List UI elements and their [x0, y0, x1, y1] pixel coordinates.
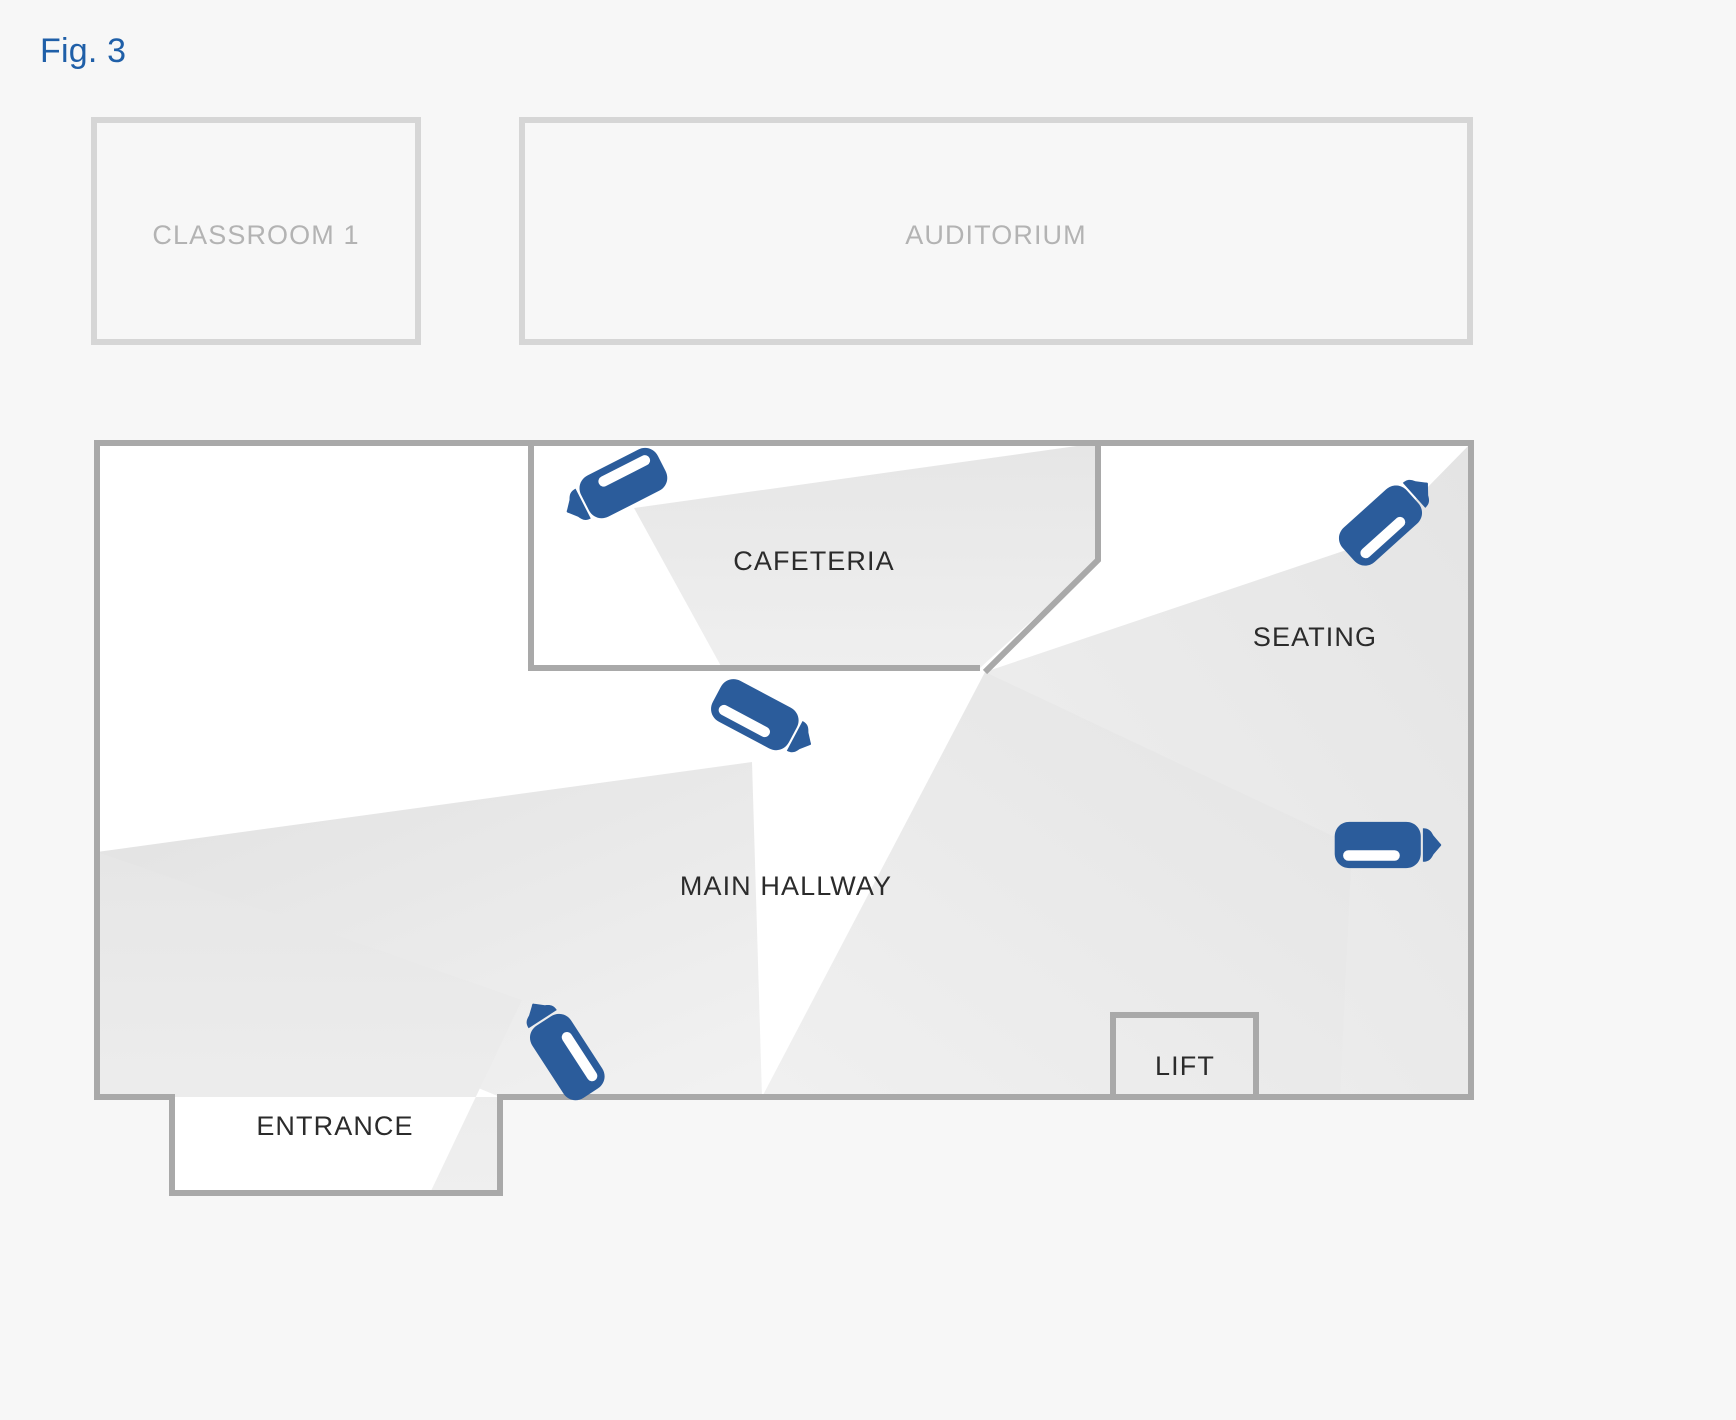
- field-of-view-cone-hallway: [97, 762, 762, 1097]
- room-classroom-1[interactable]: [91, 117, 421, 345]
- main-floor-outline[interactable]: [94, 440, 1474, 1196]
- room-label-seating: SEATING: [1253, 622, 1377, 652]
- main-floor-group: [94, 440, 1474, 1196]
- room-label-entrance: ENTRANCE: [256, 1111, 413, 1141]
- field-of-view-cone-seating-top: [985, 443, 1471, 1097]
- room-label-cafeteria: CAFETERIA: [733, 546, 894, 576]
- room-labels-group: CAFETERIA SEATING MAIN HALLWAY LIFT ENTR…: [256, 546, 1377, 1141]
- field-of-view-group: [97, 443, 1471, 1193]
- field-of-view-cone-cafeteria: [634, 443, 1098, 668]
- room-label-lift: LIFT: [1155, 1051, 1215, 1081]
- cafeteria-east-wall: [982, 443, 1101, 675]
- room-auditorium[interactable]: [519, 117, 1473, 345]
- room-lift[interactable]: [1110, 1012, 1259, 1100]
- room-label-auditorium: AUDITORIUM: [905, 220, 1087, 250]
- upper-rooms-group: CLASSROOM 1 AUDITORIUM: [91, 117, 1473, 345]
- figure-caption: Fig. 3: [40, 32, 127, 70]
- room-label-classroom-1: CLASSROOM 1: [152, 220, 359, 250]
- field-of-view-cone-entrance: [97, 852, 522, 1193]
- room-cafeteria[interactable]: [528, 443, 980, 671]
- room-label-main-hallway: MAIN HALLWAY: [680, 871, 892, 901]
- cctv-camera-icon-seating-east[interactable]: [1334, 821, 1442, 869]
- field-of-view-cone-seating-east: [762, 672, 1352, 1097]
